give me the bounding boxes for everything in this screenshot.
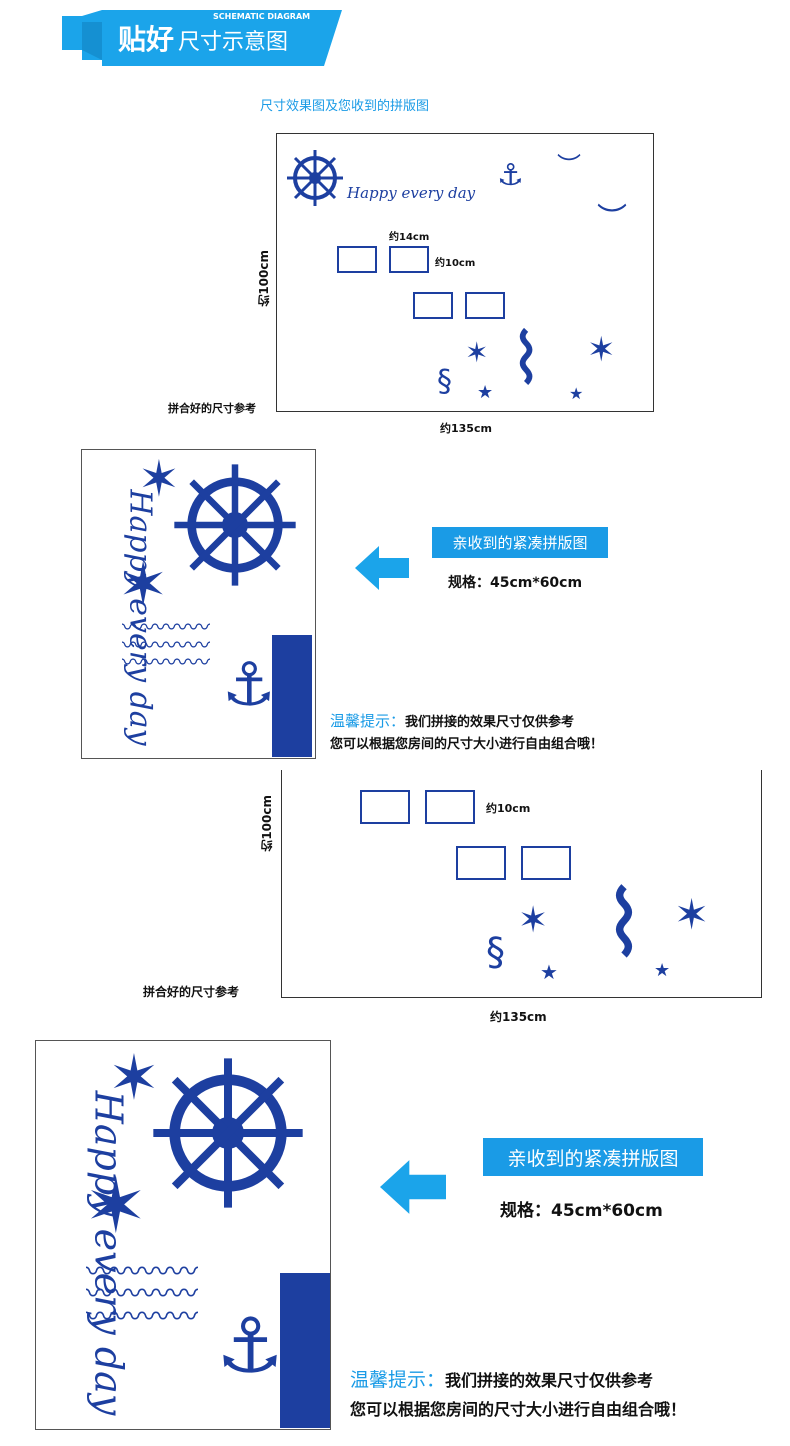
- starfish-icon: ✶: [84, 1161, 148, 1250]
- tip-line1: 我们拼接的效果尺寸仅供参考: [405, 715, 575, 730]
- size-diagram-2: 约10cm ✶ ✶ § ⌇ ★ ★: [281, 770, 762, 998]
- seahorse-icon: §: [486, 930, 505, 974]
- total-width-label: 约135cm: [440, 422, 492, 435]
- photo-frame: [413, 292, 453, 319]
- tip-line2: 您可以根据您房间的尺寸大小进行自由组合哦！: [330, 737, 604, 752]
- photo-frame: [337, 246, 377, 273]
- photo-frame: [360, 790, 410, 824]
- header-title: 尺寸示意图: [178, 30, 289, 55]
- anchor-icon: ⚓: [222, 650, 276, 720]
- ship-wheel-icon: [153, 1058, 303, 1208]
- seagull-icon: ︶: [557, 152, 581, 180]
- starfish-icon: ✶: [108, 1041, 160, 1114]
- height-label: 约10cm: [435, 258, 476, 269]
- photo-frame: [521, 846, 571, 880]
- starfish-icon: ✶: [518, 900, 549, 941]
- photo-frame: [389, 246, 429, 273]
- anchor-icon: ⚓: [497, 158, 524, 193]
- star-icon: ★: [569, 384, 584, 403]
- tip-line1: 我们拼接的效果尺寸仅供参考: [445, 1371, 654, 1390]
- photo-frame: [456, 846, 506, 880]
- caption: 尺寸效果图及您收到的拼版图: [260, 99, 430, 114]
- spec-label: 规格：45cm*60cm: [448, 575, 583, 591]
- ship-wheel-icon: [174, 464, 296, 586]
- reference-label: 拼合好的尺寸参考: [168, 402, 256, 415]
- header-subtitle: SCHEMATIC DIAGRAM: [213, 12, 311, 21]
- height-label: 约10cm: [486, 802, 531, 815]
- width-label: 约14cm: [389, 232, 430, 243]
- star-icon: ★: [477, 382, 494, 403]
- star-icon: ★: [654, 960, 671, 981]
- tip: 温馨提示：我们拼接的效果尺寸仅供参考 您可以根据您房间的尺寸大小进行自由组合哦！: [350, 1365, 686, 1428]
- total-width-label: 约135cm: [490, 1010, 547, 1024]
- sticker-sheet-2: Happy every day ✶ ✶ 〰〰〰〰〰〰〰〰〰〰〰〰 ⚓: [35, 1040, 331, 1430]
- anchor-icon: ⚓: [216, 1301, 285, 1390]
- ship-wheel-icon: [287, 150, 343, 206]
- starfish-icon: ✶: [674, 890, 710, 939]
- seaweed-icon: ⌇: [509, 318, 544, 400]
- spec-label: 规格：45cm*60cm: [500, 1201, 663, 1221]
- seahorse-icon: §: [437, 364, 452, 399]
- arrow-left-icon: [355, 546, 409, 590]
- star-icon: ★: [540, 960, 558, 984]
- waves-icon: 〰〰〰〰〰〰〰〰〰〰〰〰: [86, 1255, 199, 1333]
- blue-strip: [272, 635, 312, 757]
- received-layout-label: 亲收到的紧凑拼版图: [432, 527, 608, 558]
- tip: 温馨提示：我们拼接的效果尺寸仅供参考 您可以根据您房间的尺寸大小进行自由组合哦！: [330, 710, 603, 759]
- photo-frame: [465, 292, 505, 319]
- starfish-icon: ✶: [465, 336, 489, 369]
- photo-frame: [425, 790, 475, 824]
- header-title-bold: 贴好: [118, 23, 175, 56]
- total-height-label: 约100cm: [260, 795, 274, 852]
- starfish-icon: ✶: [587, 330, 616, 370]
- seagull-icon: ︶: [597, 202, 627, 237]
- received-layout-label: 亲收到的紧凑拼版图: [483, 1138, 703, 1176]
- starfish-icon: ✶: [138, 450, 180, 508]
- sticker-sheet-1: Happy every day ✶ ✶ 〰〰〰〰〰〰〰〰〰〰〰〰 ⚓: [81, 449, 316, 759]
- tip-line2: 您可以根据您房间的尺寸大小进行自由组合哦！: [350, 1400, 687, 1419]
- seaweed-icon: ⌇: [602, 872, 646, 977]
- blue-strip: [280, 1273, 330, 1428]
- size-diagram-1: Happy every day ⚓ ︶ ︶ 约14cm 约10cm ✶ ✶ § …: [276, 133, 654, 412]
- reference-label: 拼合好的尺寸参考: [143, 985, 240, 999]
- starfish-icon: ✶: [118, 550, 169, 620]
- tip-title: 温馨提示：: [330, 712, 406, 730]
- header-banner: [62, 10, 342, 66]
- happy-every-day-text: Happy every day: [86, 1090, 131, 1416]
- arrow-left-icon: [380, 1160, 446, 1214]
- total-height-label: 约100cm: [257, 250, 271, 307]
- waves-icon: 〰〰〰〰〰〰〰〰〰〰〰〰: [122, 616, 211, 677]
- slogan: Happy every day: [347, 184, 476, 202]
- tip-title: 温馨提示：: [350, 1369, 446, 1391]
